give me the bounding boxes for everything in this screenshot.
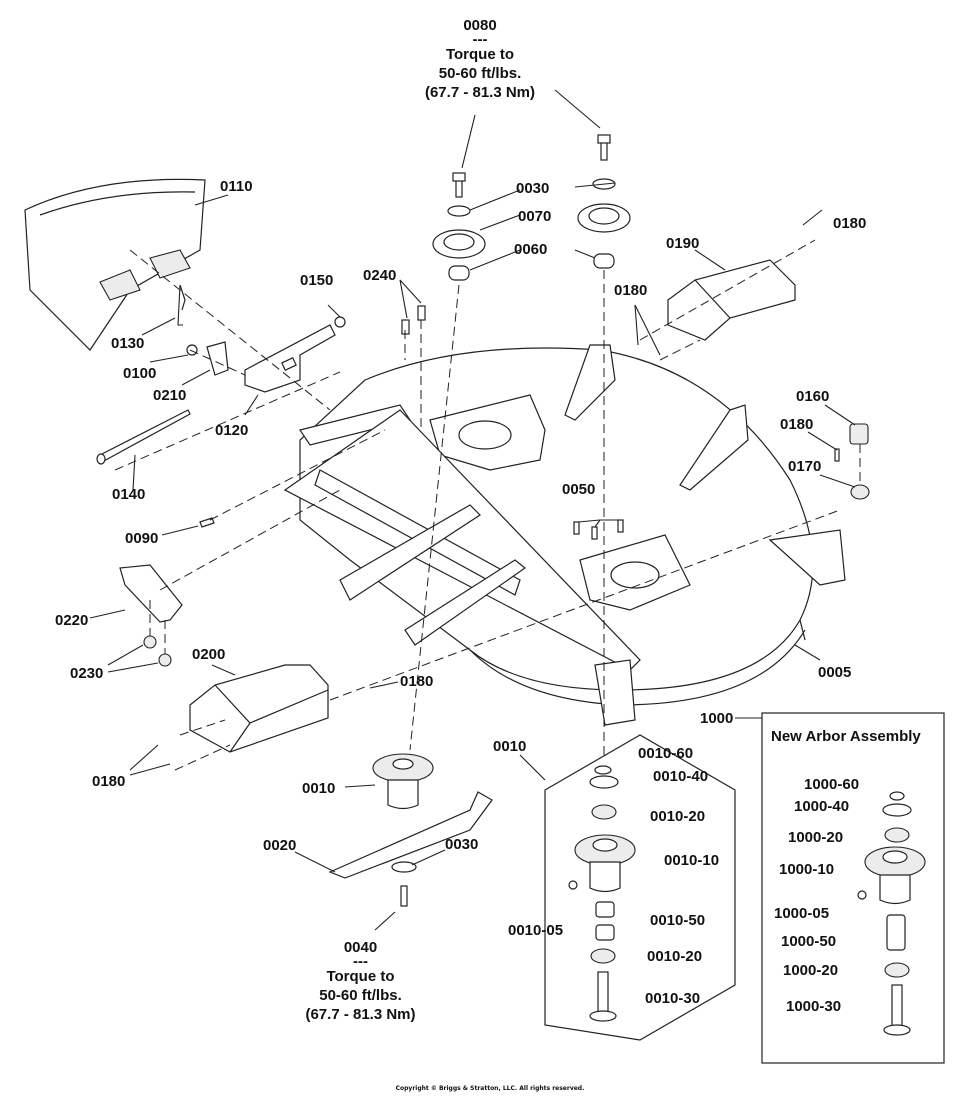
pulley-left (432, 172, 486, 281)
part-label-0200[interactable]: 0200 (192, 646, 226, 663)
part-label-0030-top[interactable]: 0030 (516, 180, 550, 197)
part-label-0180-left-mid[interactable]: 0180 (400, 673, 434, 690)
part-label-0220[interactable]: 0220 (55, 612, 89, 629)
part-label-0160[interactable]: 0160 (796, 388, 830, 405)
arbor-1000-item[interactable]: 1000-30 (786, 998, 842, 1015)
spindle-hub-0010 (372, 753, 434, 810)
torque-note-0040: 0040 --- Torque to 50-60 ft/lbs. (67.7 -… (278, 938, 443, 1024)
part-label-0020[interactable]: 0020 (263, 837, 297, 854)
spring-0130 (177, 284, 183, 326)
leader-lines (89, 89, 856, 931)
nut-0230-b (158, 653, 172, 667)
blade-0020 (328, 791, 493, 879)
arbor-1000-title: New Arbor Assembly (771, 728, 921, 745)
note-line: 50-60 ft/lbs. (438, 65, 522, 82)
torque-note-0080: 0080 --- Torque to 50-60 ft/lbs. (67.7 -… (395, 16, 565, 102)
bracket-0220 (119, 564, 183, 623)
part-label-0180-right[interactable]: 0180 (780, 416, 814, 433)
note-line: (67.7 - 81.3 Nm) (424, 84, 536, 101)
arbor-0010-item[interactable]: 0010-20 (647, 948, 703, 965)
part-label-0230[interactable]: 0230 (70, 665, 104, 682)
note-separator: --- (353, 953, 368, 970)
arbor-1000-box (761, 712, 945, 1064)
arbor-1000-item[interactable]: 1000-20 (783, 962, 839, 979)
arbor-1000-item[interactable]: 1000-50 (781, 933, 837, 950)
belt-cover-0190 (667, 259, 796, 341)
part-label-0070[interactable]: 0070 (518, 208, 552, 225)
plate-0210 (206, 341, 229, 376)
bolt-0040 (400, 885, 408, 907)
nut-0230-a (143, 635, 157, 649)
part-label-0010-group[interactable]: 0010 (493, 738, 527, 755)
arbor-0010-group (544, 734, 736, 1041)
part-label-0150[interactable]: 0150 (300, 272, 334, 289)
note-part-number: 0080 (463, 17, 497, 34)
arbor-1000-item[interactable]: 1000-05 (774, 905, 830, 922)
arbor-1000-item[interactable]: 1000-40 (794, 798, 850, 815)
nut-0150 (334, 316, 346, 328)
note-part-number: 0040 (343, 939, 378, 956)
washer-0030-bottom (391, 861, 417, 873)
pulley-right (577, 134, 631, 269)
note-line: Torque to (326, 968, 395, 985)
spindle-hole-right (610, 561, 660, 589)
part-label-0050[interactable]: 0050 (562, 481, 596, 498)
note-line: (67.7 - 81.3 Nm) (305, 1006, 416, 1023)
chute-bracket (244, 324, 336, 393)
part-label-0240[interactable]: 0240 (363, 267, 397, 284)
discharge-chute (24, 178, 206, 351)
arbor-0010-item[interactable]: 0010-20 (650, 808, 706, 825)
part-label-0210[interactable]: 0210 (153, 387, 187, 404)
bolt-0240-b (417, 305, 426, 321)
bolt-0050-b (591, 526, 598, 540)
arbor-0010-item[interactable]: 0010-05 (508, 922, 564, 939)
arbor-0010-item[interactable]: 0010-30 (645, 990, 701, 1007)
copyright-notice: Copyright © Briggs & Stratton, LLC. All … (395, 1085, 585, 1092)
part-label-0190[interactable]: 0190 (666, 235, 700, 252)
part-label-0180-left-bottom[interactable]: 0180 (92, 773, 126, 790)
part-label-1000[interactable]: 1000 (700, 710, 734, 727)
arbor-1000-item[interactable]: 1000-10 (779, 861, 835, 878)
note-line: Torque to (445, 46, 515, 63)
part-label-0180-top-right[interactable]: 0180 (833, 215, 867, 232)
part-label-0010-hub[interactable]: 0010 (302, 780, 336, 797)
belt-cover-0200 (189, 664, 329, 753)
nut-0100 (186, 344, 198, 356)
assembly-lines (114, 239, 861, 771)
part-label-0120[interactable]: 0120 (215, 422, 249, 439)
part-label-0030-bottom[interactable]: 0030 (445, 836, 479, 853)
part-label-0130[interactable]: 0130 (111, 335, 145, 352)
bolt-0050-a (573, 521, 580, 535)
part-label-0060[interactable]: 0060 (514, 241, 548, 258)
bolt-0050-c (617, 519, 624, 533)
part-label-0180-mid[interactable]: 0180 (614, 282, 648, 299)
part-label-0140[interactable]: 0140 (112, 486, 146, 503)
part-label-0110[interactable]: 0110 (220, 178, 253, 195)
arbor-0010-item[interactable]: 0010-60 (638, 745, 694, 762)
arbor-1000-item[interactable]: 1000-60 (804, 776, 860, 793)
part-label-0090[interactable]: 0090 (125, 530, 159, 547)
spindle-hole-left (458, 420, 512, 450)
part-label-0005[interactable]: 0005 (818, 664, 852, 681)
fitting-0170 (850, 484, 870, 500)
part-label-0100[interactable]: 0100 (123, 365, 157, 382)
rod-0140 (99, 409, 191, 463)
part-label-0170[interactable]: 0170 (788, 458, 822, 475)
arbor-1000-item[interactable]: 1000-20 (788, 829, 844, 846)
screw-0180-right (834, 448, 840, 462)
arbor-0010-item[interactable]: 0010-10 (664, 852, 720, 869)
note-line: 50-60 ft/lbs. (319, 987, 402, 1004)
mower-deck-housing (283, 344, 846, 726)
arbor-0010-item[interactable]: 0010-40 (653, 768, 709, 785)
fitting-0160 (849, 423, 869, 445)
note-separator: --- (472, 31, 488, 48)
arbor-0010-item[interactable]: 0010-50 (650, 912, 706, 929)
